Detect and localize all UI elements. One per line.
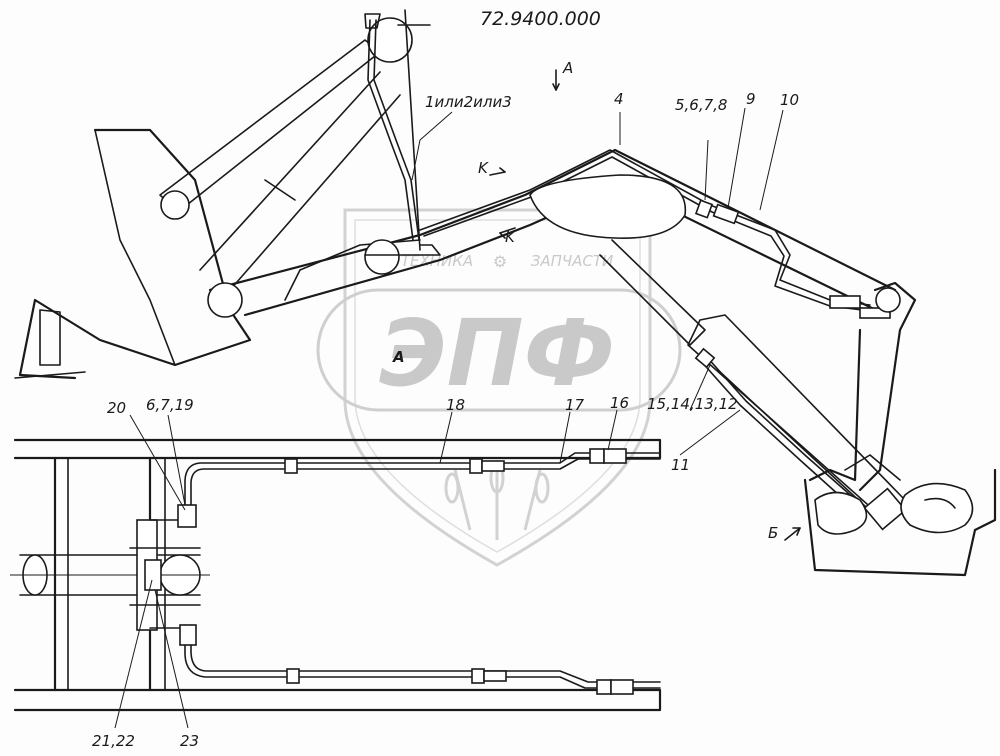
watermark-logo-plate <box>316 288 682 412</box>
view-a-label: A <box>392 348 405 366</box>
lower-leaders <box>114 409 618 729</box>
section-k-lower: K <box>499 227 516 246</box>
callout-6-7-19: 6,7,19 <box>146 396 194 414</box>
callout-11: 11 <box>671 456 690 474</box>
callout-23: 23 <box>180 732 199 750</box>
view-b-arrow: Б <box>768 524 801 542</box>
view-b-arrow-label: Б <box>768 524 778 542</box>
left-frame-bracket <box>14 128 252 380</box>
watermark-logo: ЭПФ <box>379 300 615 407</box>
callout-15-12: 15,14,13,12 <box>647 395 738 413</box>
section-k-upper: K <box>478 159 506 177</box>
hose-lower-line <box>179 624 661 695</box>
callout-21-22: 21,22 <box>92 732 135 750</box>
callout-9: 9 <box>746 90 756 108</box>
callout-1-2-3: 1или2или3 <box>425 93 512 111</box>
view-a-arrow-label: A <box>562 59 573 77</box>
callout-10: 10 <box>780 91 799 109</box>
callout-20: 20 <box>107 399 126 417</box>
hose-18-upper-line <box>177 448 661 528</box>
view-a-section <box>10 438 662 712</box>
callout-5-8: 5,6,7,8 <box>675 96 727 114</box>
watermark-gear-icon: ⚙ <box>493 252 507 271</box>
watermark-brand-right: ЗАПЧАСТИ <box>531 252 614 270</box>
link-plate <box>529 174 687 239</box>
tilt-cylinder <box>599 239 907 531</box>
callout-18: 18 <box>446 396 465 414</box>
lift-cylinder-upper <box>159 17 413 291</box>
section-k-lower-label: K <box>505 228 516 246</box>
watermark-shield-outline <box>343 208 652 567</box>
hose-1-2-3 <box>364 9 431 251</box>
drawing-number: 72.9400.000 <box>480 8 601 30</box>
right-frame <box>803 281 997 577</box>
hose-11 <box>694 347 857 506</box>
upper-leaders <box>411 107 784 456</box>
callout-4: 4 <box>614 90 624 108</box>
callout-17: 17 <box>565 396 585 414</box>
section-k-upper-label: K <box>478 159 489 177</box>
callout-16: 16 <box>610 394 629 412</box>
view-a-arrow: A <box>552 59 573 91</box>
